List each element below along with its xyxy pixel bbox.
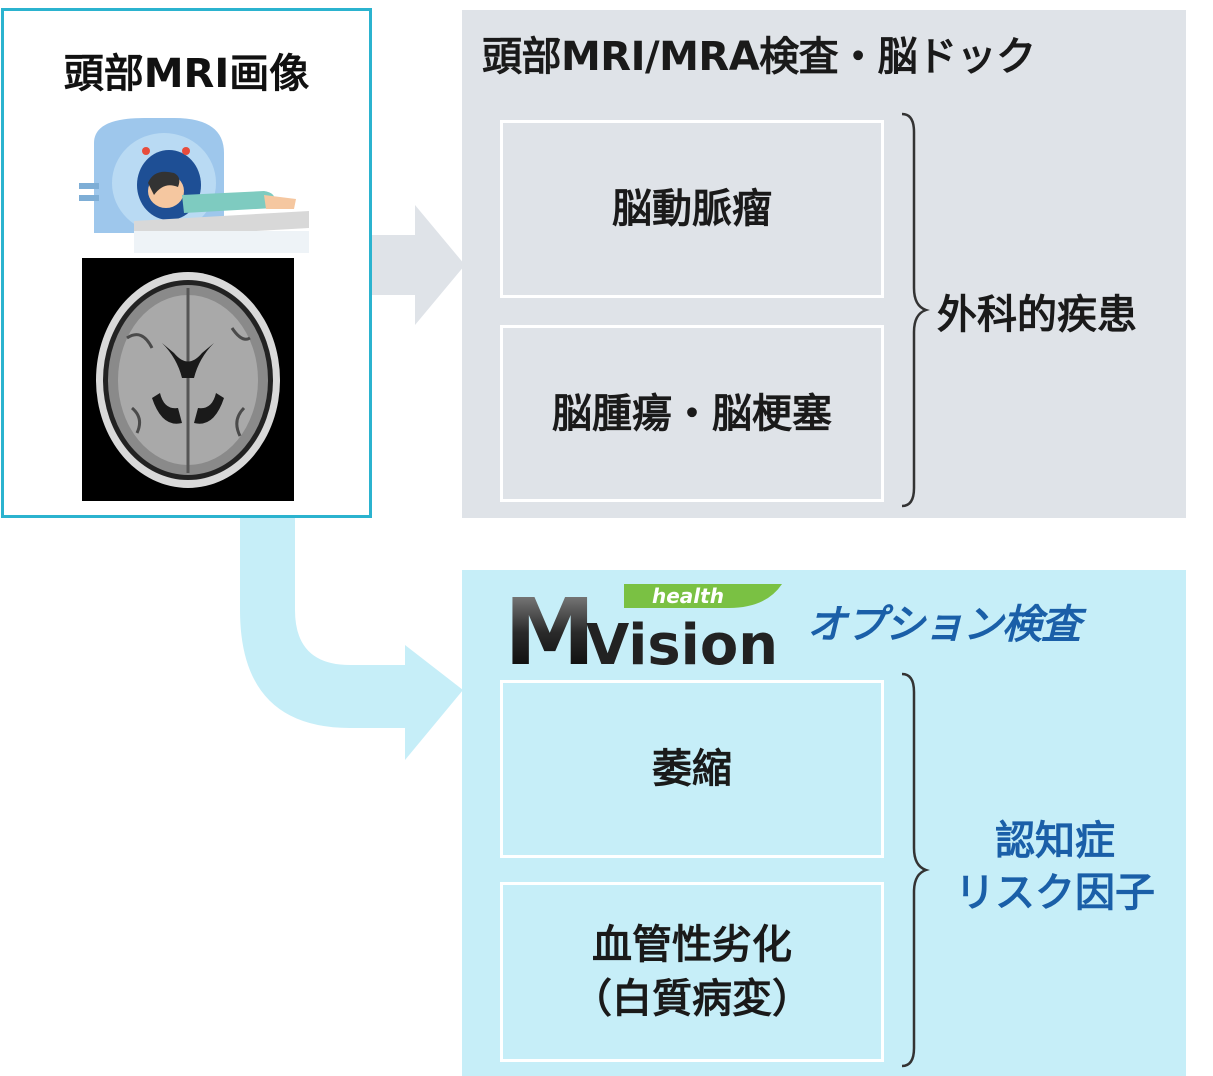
item-atrophy: 萎縮 [500, 680, 884, 858]
dementia-label-line2: リスク因子 [955, 870, 1155, 916]
brace-dementia [901, 672, 930, 1068]
source-panel: 頭部MRI画像 [1, 8, 372, 518]
option-panel: health M Vision オプション検査 萎縮 血管性劣化 （白質病変） … [462, 570, 1186, 1076]
mri-scanner-illustration [79, 118, 309, 253]
item-vascular-degeneration: 血管性劣化 （白質病変） [500, 882, 884, 1062]
logo-health-text: health [652, 584, 724, 608]
brace-surgical [901, 112, 930, 508]
brain-mri-image [82, 258, 294, 501]
dementia-label-line1: 認知症 [995, 818, 1115, 864]
item-cerebral-aneurysm: 脳動脈瘤 [500, 120, 884, 298]
exam-panel: 頭部MRI/MRA検査・脳ドック 脳動脈瘤 脳腫瘍・脳梗塞 外科的疾患 [462, 10, 1186, 518]
item-vascular-line2: （白質病変） [572, 976, 812, 1022]
source-title: 頭部MRI画像 [63, 51, 310, 97]
item-brain-tumor-infarction: 脳腫瘍・脳梗塞 [500, 325, 884, 502]
arrow-to-exam [370, 205, 465, 325]
logo-m-letter: M [504, 579, 596, 668]
option-exam-title: オプション検査 [807, 602, 1081, 648]
mvision-logo: health M Vision [504, 579, 782, 668]
logo-vision-text: Vision [586, 613, 778, 668]
item-vascular-line1: 血管性劣化 [592, 922, 792, 968]
exam-title: 頭部MRI/MRA検査・脳ドック [482, 34, 1036, 80]
dementia-risk-label: 認知症 リスク因子 [924, 815, 1186, 919]
item-atrophy-text: 萎縮 [652, 746, 732, 792]
arrow-to-option [240, 515, 463, 760]
surgical-disease-label: 外科的疾患 [937, 292, 1137, 338]
